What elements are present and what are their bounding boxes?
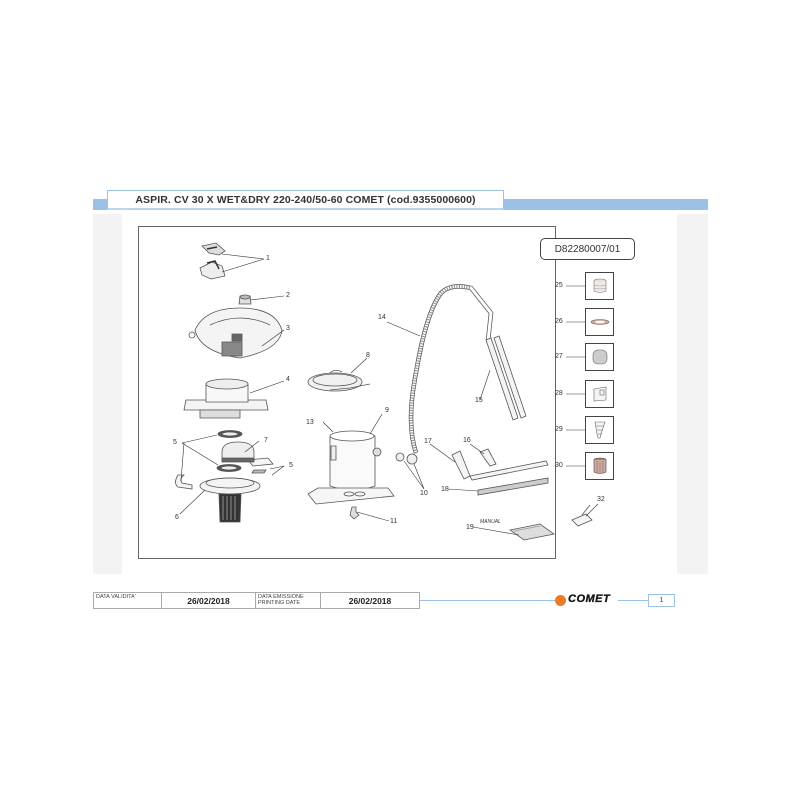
callout-14: 14 <box>378 314 386 321</box>
validity-date: 26/02/2018 <box>161 592 256 609</box>
callout-13: 13 <box>306 419 314 426</box>
callout-1: 1 <box>266 255 270 262</box>
callout-6: 6 <box>175 514 179 521</box>
knob-icon <box>238 294 252 305</box>
callout-5b: 5 <box>289 462 293 469</box>
bracket-icon <box>593 386 606 402</box>
accessory-30 <box>585 452 614 480</box>
tapered-adapter-icon <box>594 421 605 439</box>
footer-rule <box>420 600 556 601</box>
issue-date: 26/02/2018 <box>320 592 420 609</box>
drawing-code: D82280007/01 <box>540 238 635 260</box>
header-title-box: ASPIR. CV 30 X WET&DRY 220-240/50-60 COM… <box>107 190 504 210</box>
callout-10: 10 <box>420 490 428 497</box>
validity-label-cell: DATA VALIDITA' <box>93 592 161 609</box>
callout-32: 32 <box>597 496 605 503</box>
page-number: 1 <box>648 594 675 607</box>
accessory-29 <box>585 416 614 444</box>
callout-4: 4 <box>286 376 290 383</box>
issue-label: DATA EMISSIONE <box>258 594 304 600</box>
accessory-28 <box>585 380 614 408</box>
callout-28: 28 <box>555 390 563 397</box>
latch-clip-icon <box>199 242 226 280</box>
filter-bag-icon <box>592 349 607 365</box>
tank-icon <box>307 430 395 505</box>
floor-nozzle-icon <box>469 448 549 481</box>
accessory-25 <box>585 272 614 300</box>
issue-label-cell: DATA EMISSIONE PRINTING DATE <box>256 592 320 609</box>
filter-basket-icon <box>199 477 261 523</box>
accessory-27 <box>585 343 614 371</box>
callout-7: 7 <box>264 437 268 444</box>
callout-15: 15 <box>475 397 483 404</box>
hose-icon <box>408 284 494 454</box>
motor-head-icon <box>188 307 283 359</box>
callout-18: 18 <box>441 486 449 493</box>
callout-27: 27 <box>555 353 563 360</box>
callout-3: 3 <box>286 325 290 332</box>
manual-label: MANUAL <box>480 519 501 525</box>
gasket-ring-icon <box>590 319 609 325</box>
motor-housing-icon <box>183 378 269 419</box>
printing-date-label: PRINTING DATE <box>258 600 301 606</box>
callout-30: 30 <box>555 462 563 469</box>
comet-logo-dot-icon <box>555 595 566 606</box>
callout-2: 2 <box>286 292 290 299</box>
power-cable-icon <box>307 369 371 392</box>
filter-cartridge-icon <box>593 278 606 293</box>
footer-rule-right <box>618 600 648 601</box>
callout-25: 25 <box>555 282 563 289</box>
callout-29: 29 <box>555 426 563 433</box>
comet-logo: COMET <box>568 593 611 605</box>
callout-5: 5 <box>173 439 177 446</box>
callout-26: 26 <box>555 318 563 325</box>
callout-17: 17 <box>424 438 432 445</box>
extension-tubes-icon <box>485 335 527 421</box>
callout-8: 8 <box>366 352 370 359</box>
document-title: ASPIR. CV 30 X WET&DRY 220-240/50-60 COM… <box>135 193 476 206</box>
accessory-26 <box>585 308 614 336</box>
callout-9: 9 <box>385 407 389 414</box>
callout-11: 11 <box>390 518 398 525</box>
cylinder-filter-icon <box>593 457 606 474</box>
callout-19: 19 <box>466 524 474 531</box>
validity-label: DATA VALIDITA' <box>96 594 136 600</box>
callout-16: 16 <box>463 437 471 444</box>
